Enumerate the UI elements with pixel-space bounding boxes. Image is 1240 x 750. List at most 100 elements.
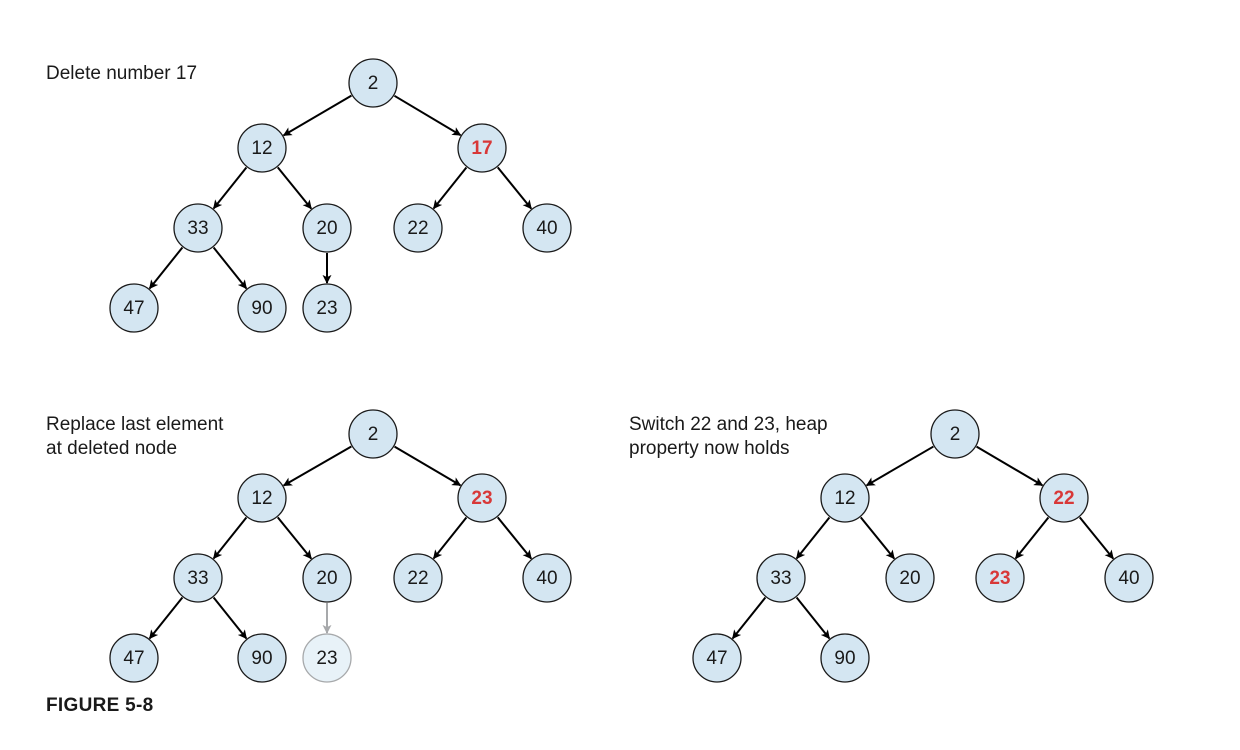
- node-label: 12: [834, 488, 855, 509]
- tree-node: 33: [173, 553, 223, 603]
- panel-3-caption-line-2: property now holds: [629, 438, 790, 459]
- edge-b-e: [276, 166, 313, 210]
- panel-2-caption-line-1: Replace last element: [46, 414, 224, 435]
- node-label: 23: [316, 648, 337, 669]
- tree-node: 33: [756, 553, 806, 603]
- tree-node: 90: [237, 283, 287, 333]
- node-label: 47: [706, 648, 727, 669]
- node-label: 23: [471, 488, 492, 509]
- tree-node: 12: [820, 473, 870, 523]
- panel-2-caption: Replace last element at deleted node: [46, 413, 223, 461]
- tree-node: 22: [393, 203, 443, 253]
- node-label: 2: [950, 424, 961, 445]
- node-circle: [820, 473, 870, 523]
- node-circle: [109, 633, 159, 683]
- edge-c-g: [496, 516, 533, 560]
- tree-node: 40: [522, 553, 572, 603]
- node-label: 20: [316, 218, 337, 239]
- tree-panel-1: 2 12 17 33 20 22 40 47 90 23: [109, 58, 572, 333]
- tree-node: 23: [457, 473, 507, 523]
- node-circle: [393, 553, 443, 603]
- tree-node: 2: [348, 409, 398, 459]
- edge-d-i: [212, 596, 248, 640]
- node-label: 90: [251, 298, 272, 319]
- edge-a-c: [393, 94, 462, 137]
- node-circle: [237, 123, 287, 173]
- edge-d-h: [731, 596, 767, 640]
- node-label: 90: [251, 648, 272, 669]
- node-label: 20: [899, 568, 920, 589]
- tree-node: 22: [393, 553, 443, 603]
- tree-node: 47: [109, 633, 159, 683]
- node-circle: [393, 203, 443, 253]
- node-label: 2: [368, 73, 379, 94]
- tree-node: 33: [173, 203, 223, 253]
- tree-node: 40: [522, 203, 572, 253]
- node-label: 33: [187, 218, 208, 239]
- edge-d-i: [795, 596, 831, 640]
- edge-b-d: [212, 166, 248, 210]
- tree-node: 23: [975, 553, 1025, 603]
- edge-a-c: [394, 445, 462, 487]
- edge-b-e: [276, 516, 313, 560]
- edge-b-d: [795, 516, 831, 560]
- node-label: 22: [407, 568, 428, 589]
- node-label: 47: [123, 648, 144, 669]
- node-circle: [302, 283, 352, 333]
- tree-node: 12: [237, 123, 287, 173]
- node-label: 40: [536, 218, 557, 239]
- tree-node: 23: [302, 283, 352, 333]
- node-circle: [302, 203, 352, 253]
- edge-c-f: [432, 516, 468, 560]
- node-circle: [109, 283, 159, 333]
- node-circle: [348, 409, 398, 459]
- node-circle: [756, 553, 806, 603]
- node-circle: [1104, 553, 1154, 603]
- node-circle: [1039, 473, 1089, 523]
- edge-c-g: [496, 166, 533, 210]
- node-label: 20: [316, 568, 337, 589]
- node-circle: [522, 203, 572, 253]
- node-label: 40: [1118, 568, 1139, 589]
- edge-a-b: [282, 445, 352, 487]
- node-label: 2: [368, 424, 379, 445]
- node-label: 33: [187, 568, 208, 589]
- edge-d-i: [212, 246, 248, 290]
- tree-node: 47: [109, 283, 159, 333]
- tree-node: 17: [457, 123, 507, 173]
- node-circle: [885, 553, 935, 603]
- tree-panel-2: 2 12 23 33 20 22 40 47 90 23: [109, 409, 572, 683]
- node-label: 40: [536, 568, 557, 589]
- edge-d-h: [148, 596, 184, 640]
- node-circle: [237, 283, 287, 333]
- node-circle: [237, 473, 287, 523]
- edge-c-f: [1014, 516, 1050, 560]
- figure-label: FIGURE 5-8: [46, 695, 154, 716]
- node-label: 22: [407, 218, 428, 239]
- node-circle: [457, 123, 507, 173]
- panel-1-caption-line-1: Delete number 17: [46, 63, 198, 84]
- tree-node: 23: [302, 633, 352, 683]
- node-label: 17: [471, 138, 492, 159]
- node-label: 33: [770, 568, 791, 589]
- tree-node: 20: [302, 203, 352, 253]
- tree-node: 2: [930, 409, 980, 459]
- edge-a-c: [976, 445, 1044, 487]
- node-circle: [820, 633, 870, 683]
- node-label: 23: [316, 298, 337, 319]
- node-label: 12: [251, 488, 272, 509]
- tree-node: 90: [820, 633, 870, 683]
- node-label: 90: [834, 648, 855, 669]
- panel-3-caption-line-1: Switch 22 and 23, heap: [629, 414, 828, 435]
- node-circle: [930, 409, 980, 459]
- node-circle: [302, 553, 352, 603]
- node-circle: [173, 553, 223, 603]
- node-label: 23: [989, 568, 1010, 589]
- tree-node: 2: [348, 58, 398, 108]
- edge-b-d: [212, 516, 248, 560]
- node-circle: [173, 203, 223, 253]
- node-circle: [692, 633, 742, 683]
